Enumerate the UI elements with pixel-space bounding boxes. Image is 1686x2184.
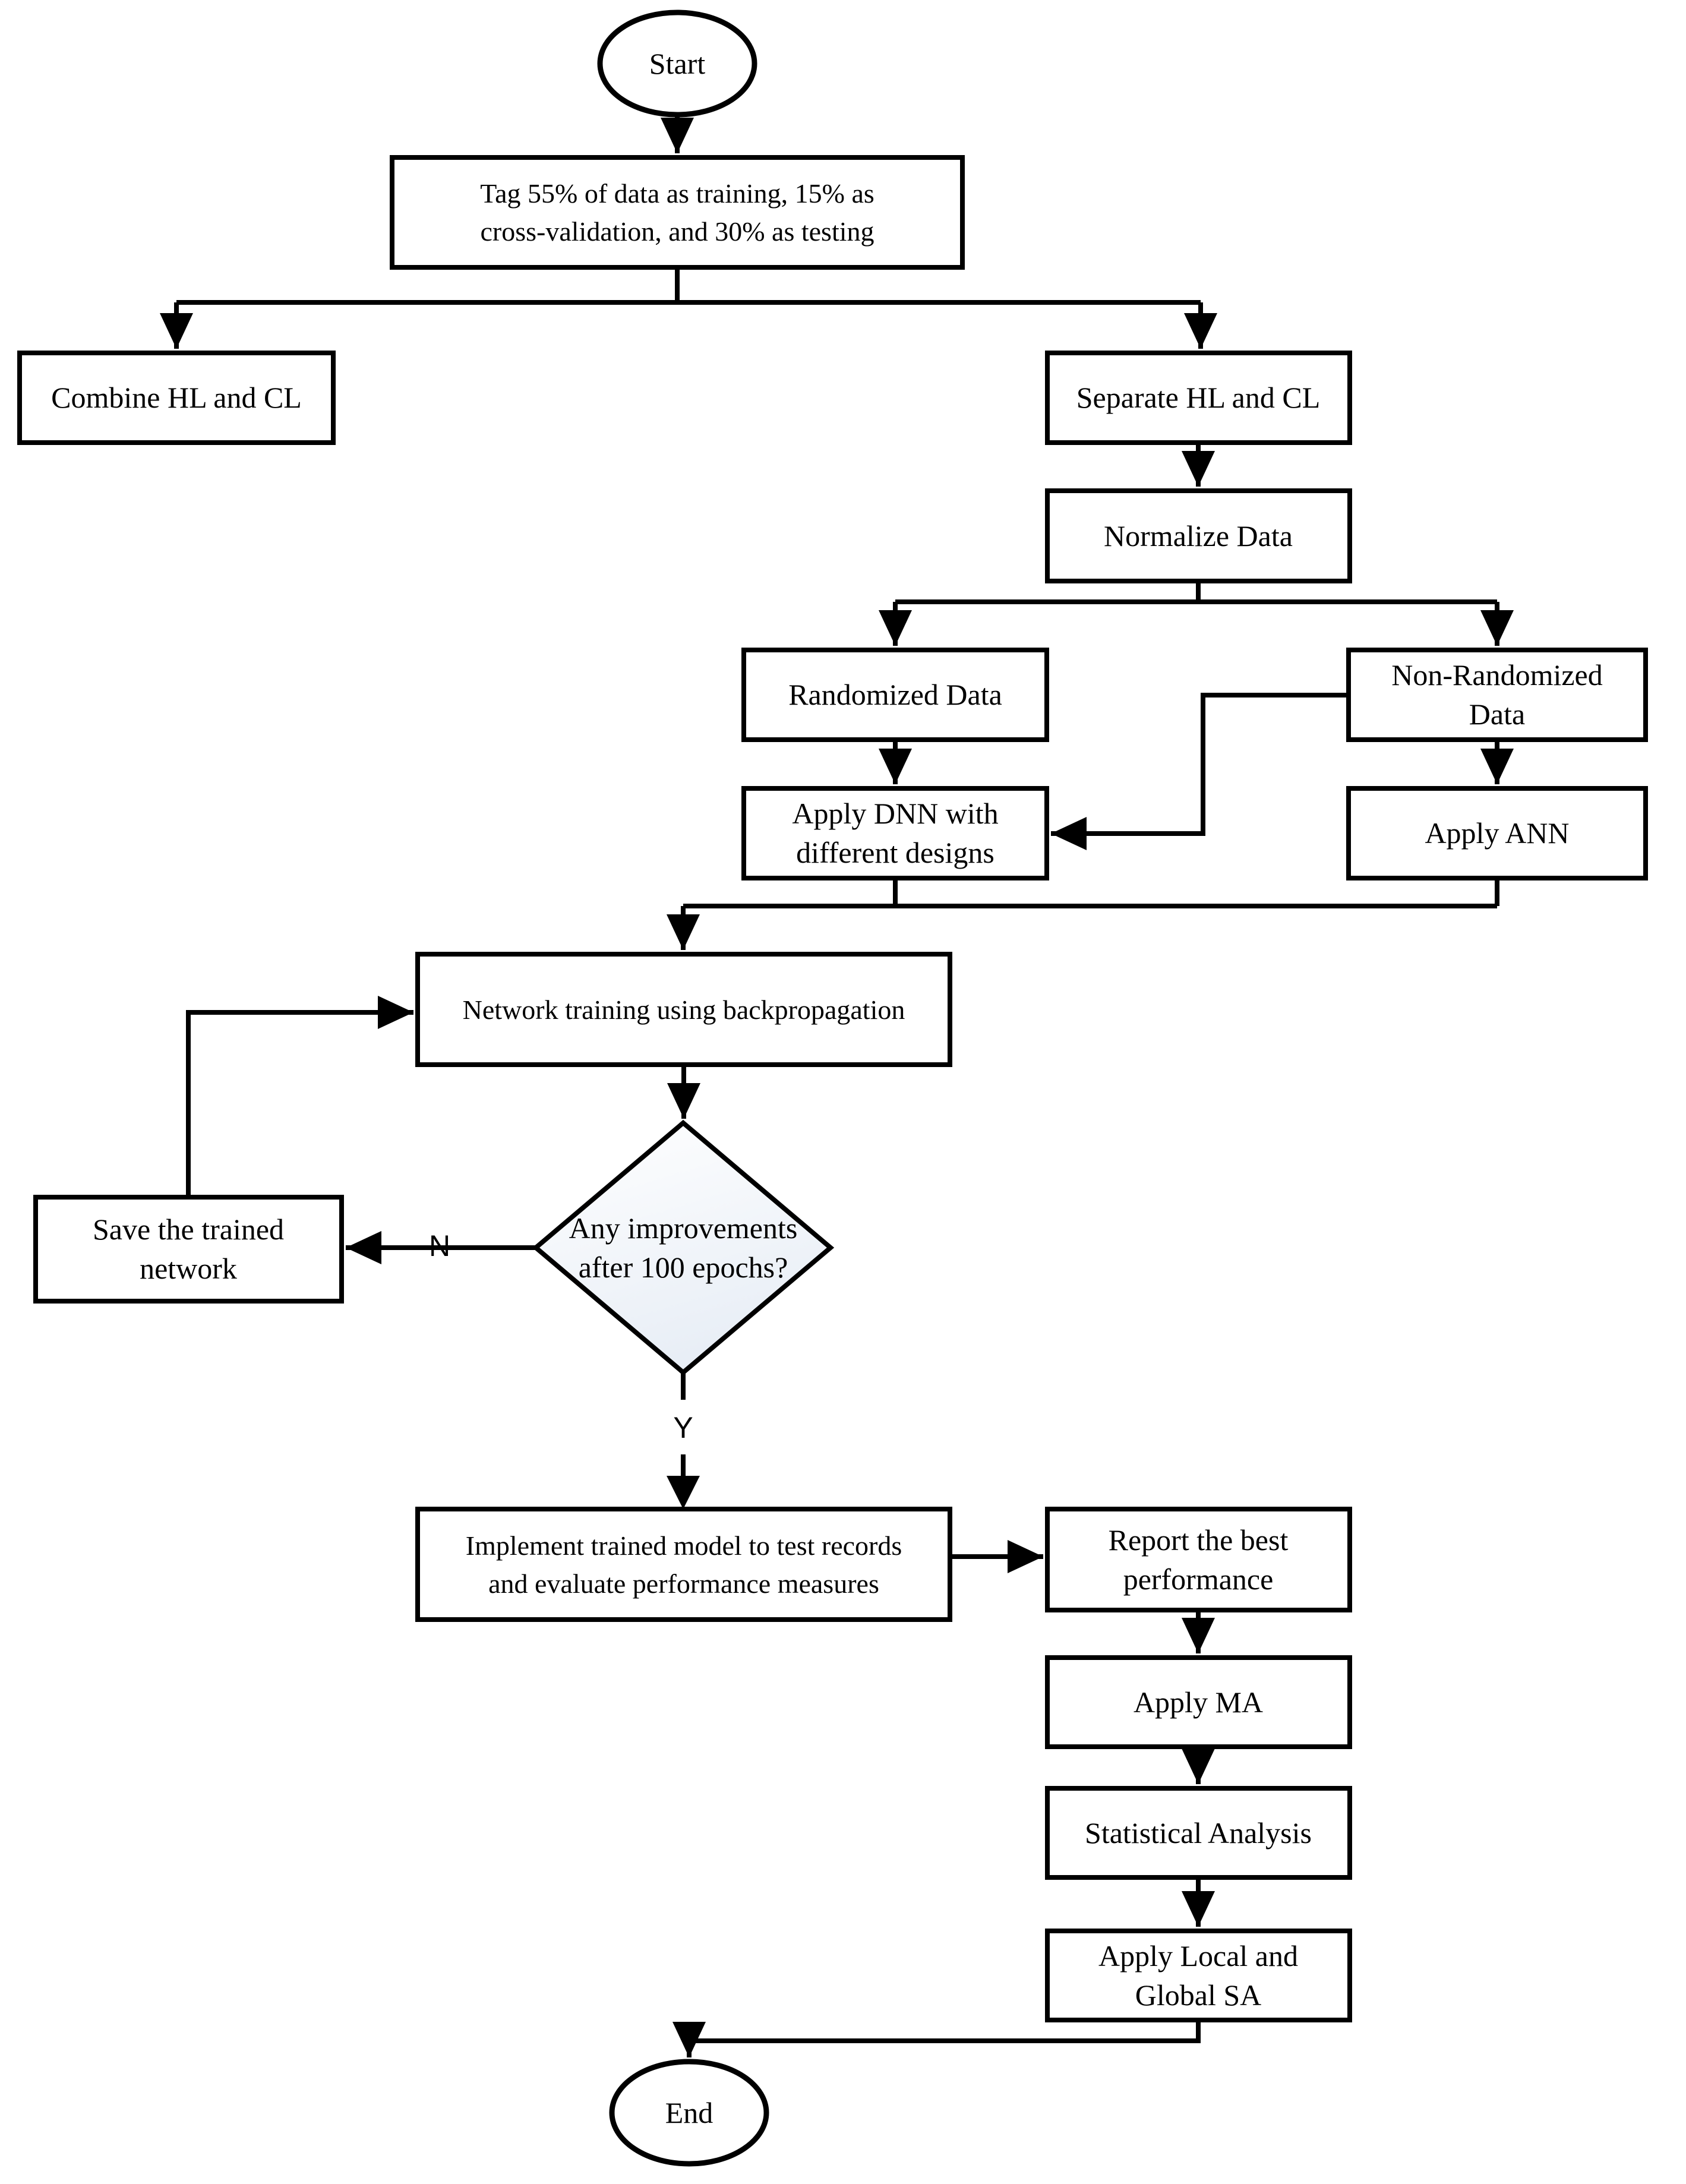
apply-sa-label-line1: Apply Local and xyxy=(1098,1939,1298,1972)
edges xyxy=(160,115,1514,2057)
edge-save-loop-to-network xyxy=(186,996,413,1197)
node-apply-dnn: Apply DNN with different designs xyxy=(741,786,1049,880)
node-apply-ann: Apply ANN xyxy=(1346,786,1648,880)
end-terminator-shape xyxy=(609,2059,769,2167)
implement-label-line2: and evaluate performance measures xyxy=(488,1568,879,1599)
edge-label-no: N xyxy=(429,1229,450,1263)
node-report: Report the best performance xyxy=(1045,1507,1352,1612)
start-terminator-shape xyxy=(597,10,757,118)
node-separate: Separate HL and CL xyxy=(1045,351,1352,445)
edge-sa-to-end xyxy=(672,2020,1201,2057)
node-tag-data: Tag 55% of data as training, 15% as cros… xyxy=(390,155,965,270)
randomized-box xyxy=(741,648,1049,742)
apply-ann-label: Apply ANN xyxy=(1425,816,1569,850)
nonrandomized-box xyxy=(1346,648,1648,742)
apply-sa-box xyxy=(1045,1929,1352,2022)
report-label-line1: Report the best xyxy=(1109,1523,1289,1557)
save-network-label-line1: Save the trained xyxy=(93,1213,284,1246)
node-decision: Any improvements after 100 epochs? xyxy=(532,1119,835,1376)
apply-dnn-box xyxy=(741,786,1049,880)
edge-decision-yes-arrowhead xyxy=(667,1476,700,1509)
node-save-network: Save the trained network xyxy=(33,1195,344,1304)
edge-label-yes: Y xyxy=(673,1411,693,1444)
network-training-box xyxy=(415,952,952,1067)
decision-label-line2: after 100 epochs? xyxy=(579,1251,788,1284)
node-apply-ma: Apply MA xyxy=(1045,1655,1352,1749)
tag-data-label-line2: cross-validation, and 30% as testing xyxy=(480,216,874,247)
statistical-label: Statistical Analysis xyxy=(1085,1816,1312,1850)
nonrandomized-label-line1: Non-Randomized xyxy=(1391,658,1602,692)
tag-data-label-line1: Tag 55% of data as training, 15% as xyxy=(480,178,874,209)
node-randomized: Randomized Data xyxy=(741,648,1049,742)
node-nonrandomized: Non-Randomized Data xyxy=(1346,648,1648,742)
separate-label: Separate HL and CL xyxy=(1076,381,1321,414)
node-start: Start xyxy=(597,10,757,118)
start-label: Start xyxy=(649,47,706,80)
decision-diamond xyxy=(532,1119,835,1376)
apply-dnn-label-line1: Apply DNN with xyxy=(792,797,998,830)
nonrandomized-label-line2: Data xyxy=(1469,698,1525,731)
combine-box xyxy=(17,351,336,445)
apply-ma-box xyxy=(1045,1655,1352,1749)
node-end: End xyxy=(609,2059,769,2167)
implement-box xyxy=(415,1507,952,1622)
node-normalize: Normalize Data xyxy=(1045,488,1352,583)
apply-sa-label-line2: Global SA xyxy=(1135,1978,1262,2012)
normalize-label: Normalize Data xyxy=(1104,519,1293,553)
node-network-training: Network training using backpropagation xyxy=(415,952,952,1067)
statistical-box xyxy=(1045,1786,1352,1880)
save-network-label-line2: network xyxy=(140,1252,237,1285)
node-combine: Combine HL and CL xyxy=(17,351,336,445)
node-statistical: Statistical Analysis xyxy=(1045,1786,1352,1880)
report-label-line2: performance xyxy=(1123,1563,1274,1596)
combine-label: Combine HL and CL xyxy=(51,381,302,414)
node-implement: Implement trained model to test records … xyxy=(415,1507,952,1622)
node-apply-sa: Apply Local and Global SA xyxy=(1045,1929,1352,2022)
randomized-label: Randomized Data xyxy=(788,678,1002,711)
implement-label-line1: Implement trained model to test records xyxy=(466,1530,902,1561)
save-network-box xyxy=(33,1195,344,1304)
normalize-box xyxy=(1045,488,1352,583)
end-label: End xyxy=(665,2096,713,2129)
edge-nonrandomized-to-dnn xyxy=(1051,693,1349,850)
apply-ann-box xyxy=(1346,786,1648,880)
separate-box xyxy=(1045,351,1352,445)
decision-label-line1: Any improvements xyxy=(569,1211,798,1245)
report-box xyxy=(1045,1507,1352,1612)
network-training-label: Network training using backpropagation xyxy=(463,995,905,1025)
apply-dnn-label-line2: different designs xyxy=(796,836,994,869)
apply-ma-label: Apply MA xyxy=(1134,1686,1263,1719)
tag-data-box xyxy=(390,155,965,270)
